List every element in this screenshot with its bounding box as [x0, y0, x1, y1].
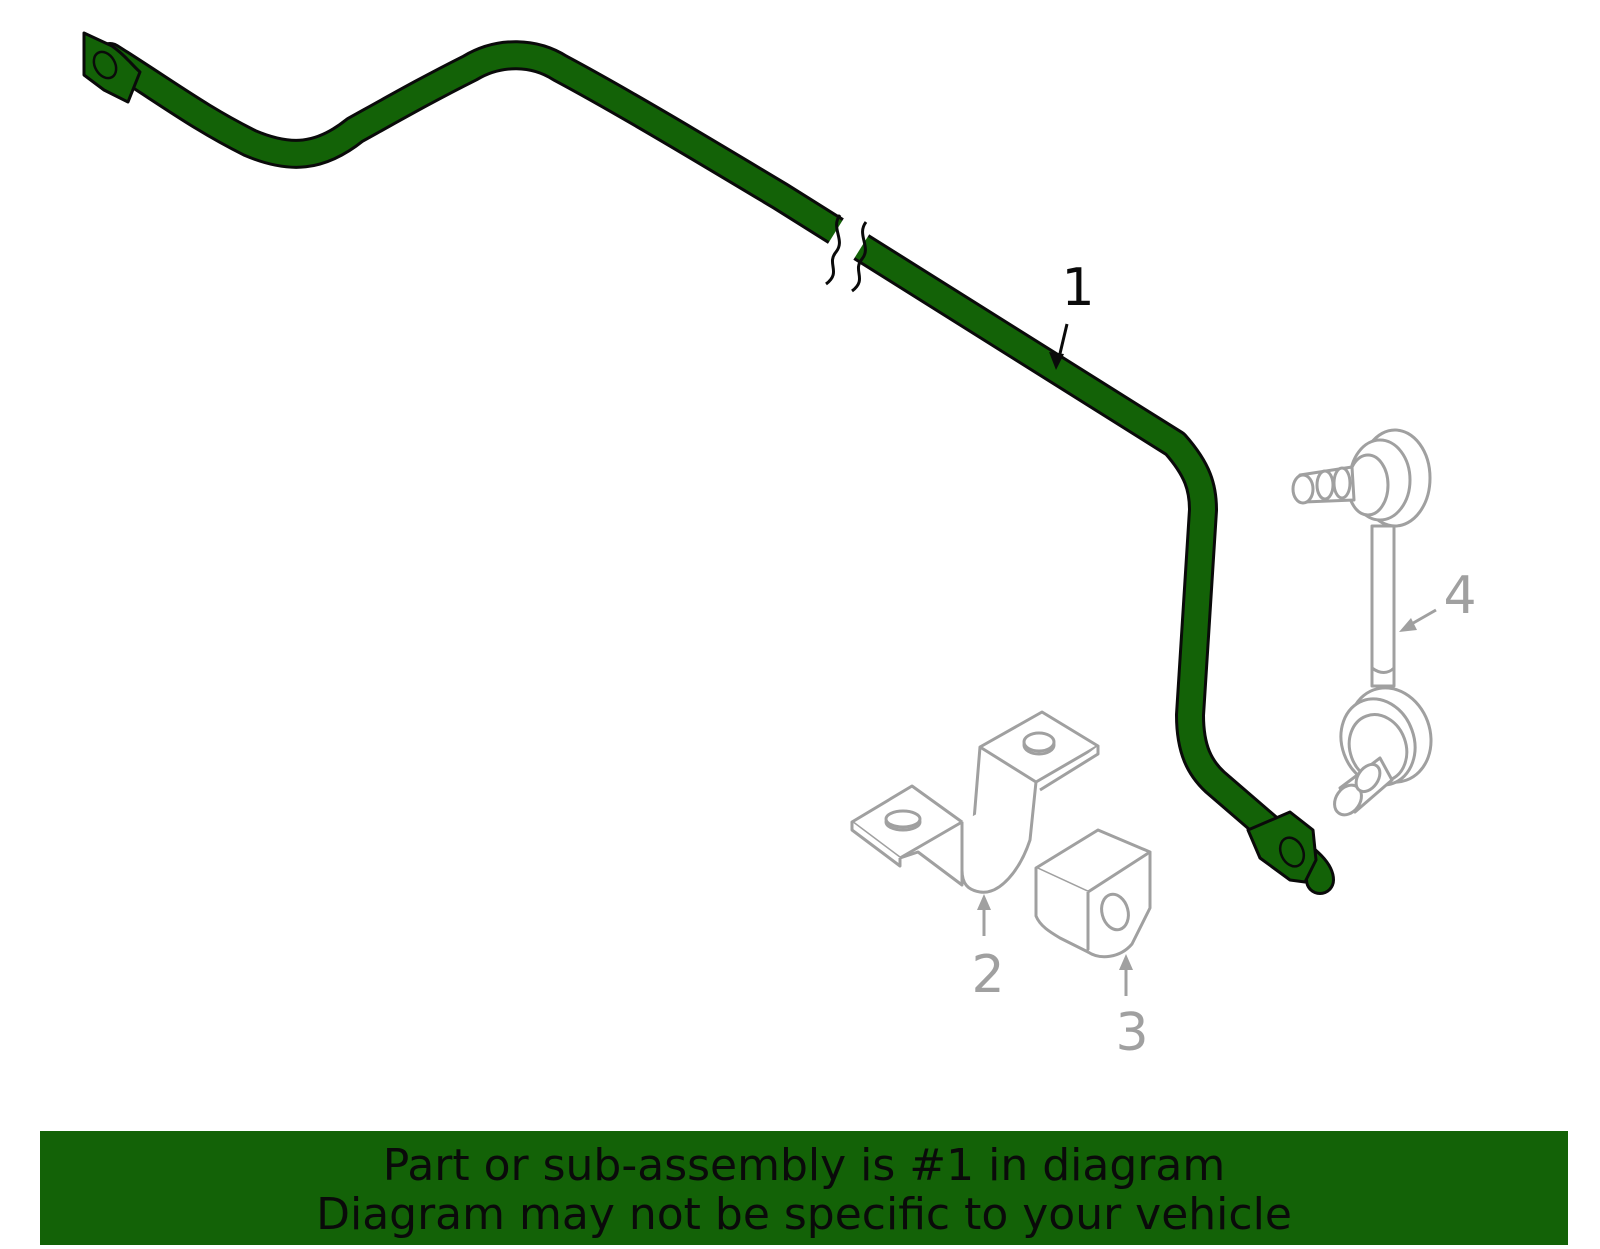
bushing-icon[interactable]	[1034, 828, 1152, 959]
callout-label-1: 1	[1061, 258, 1094, 318]
banner-line-2: Diagram may not be specific to your vehi…	[316, 1189, 1292, 1240]
callout-label-2: 2	[971, 945, 1004, 1005]
bracket-icon[interactable]	[850, 710, 1100, 894]
callout-4: 4	[1399, 566, 1477, 632]
callout-2: 2	[971, 894, 1005, 1005]
callout-label-4: 4	[1443, 566, 1476, 626]
banner-line-1: Part or sub-assembly is #1 in diagram	[382, 1140, 1226, 1191]
stabilizer-link-icon[interactable]	[1291, 428, 1444, 820]
callout-3: 3	[1115, 954, 1149, 1063]
callout-1: 1	[1049, 258, 1095, 370]
stabilizer-bar-icon[interactable]	[82, 31, 1335, 895]
info-banner: Part or sub-assembly is #1 in diagram Di…	[40, 1131, 1568, 1245]
callout-label-3: 3	[1115, 1003, 1148, 1063]
